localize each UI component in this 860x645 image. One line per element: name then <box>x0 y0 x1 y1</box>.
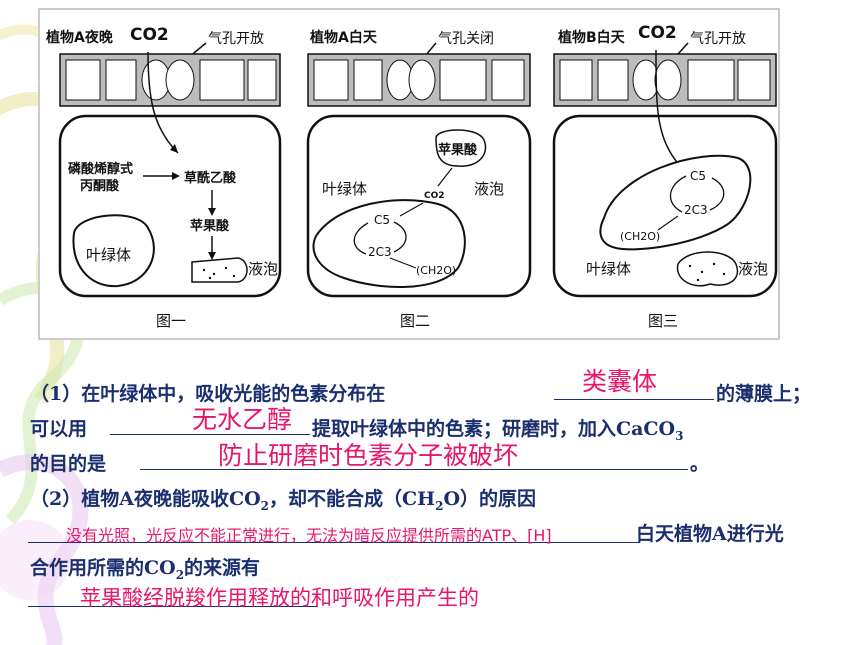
q2-line3-text: 合作用所需的CO2的来源有 <box>30 557 261 582</box>
panel1-co2: CO2 <box>130 25 169 45</box>
panel3-caption: 图三 <box>648 312 678 330</box>
q2-line2-text-end: 白天植物A进行光 <box>636 523 784 545</box>
answer-4: 没有光照，光反应不能正常进行，无法为暗反应提供所需的ATP、[H] <box>66 526 552 545</box>
panel2-title: 植物A白天 <box>309 29 378 46</box>
panel3-ch2o: (CH2O) <box>620 230 660 243</box>
panel1-malate: 苹果酸 <box>190 218 230 234</box>
answer-5: 苹果酸经脱羧作用释放的和呼吸作用产生的 <box>80 586 479 610</box>
answer-2: 无水乙醇 <box>192 405 293 434</box>
panel1-vacuole: 液泡 <box>248 260 278 278</box>
blank-3-underline <box>140 469 688 470</box>
panel1-stoma: 气孔开放 <box>208 31 264 47</box>
panel-3: 植物B白天 CO2 气孔开放 C5 2C3 (CH2O) 叶绿体 液泡 <box>552 23 778 330</box>
panel3-c5: C5 <box>690 169 706 183</box>
answer-3: 防止研磨时色素分子被破坏 <box>218 441 519 470</box>
panel3-co2: CO2 <box>638 23 677 43</box>
q1-line3-text-a: 的目的是 <box>30 453 107 475</box>
q1-line2-text-b: 提取叶绿体中的色素；研磨时，加入CaCO3 <box>312 418 684 443</box>
panel1-title: 植物A夜晚 <box>45 29 113 46</box>
panel1-pep2: 丙酮酸 <box>80 178 120 194</box>
panel2-c3: 2C3 <box>368 245 392 259</box>
panel-2: 植物A白天 气孔关闭 苹果酸 叶绿体 液泡 CO2 C5 2C3 (CH2O) <box>306 29 532 330</box>
q2-line1-text: （2）植物A夜晚能吸收CO2，却不能合成（CH2O）的原因 <box>30 488 536 513</box>
panel1-caption: 图一 <box>156 312 186 330</box>
panel1-oaa: 草酰乙酸 <box>184 170 237 186</box>
panel1-pep: 磷酸烯醇式 <box>68 161 133 177</box>
answer-1: 类囊体 <box>582 367 658 396</box>
panel2-co2: CO2 <box>424 191 445 201</box>
panel2-caption: 图二 <box>400 312 430 330</box>
q1-line1-text-b: 的薄膜上； <box>716 383 812 405</box>
blank-2-underline <box>110 434 310 435</box>
blank-5-underline <box>28 606 318 607</box>
figure-diagram: 植物A夜晚 CO2 气孔开放 磷酸烯醇式 丙酮酸 草酰乙酸 苹果酸 <box>38 8 780 340</box>
q1-line3-text-b: 。 <box>690 453 710 475</box>
panel3-c3: 2C3 <box>684 203 708 217</box>
q1-line1-text-a: （1）在叶绿体中，吸收光能的色素分布在 <box>30 383 386 405</box>
panel3-vacuole: 液泡 <box>738 260 768 278</box>
panel2-chloroplast: 叶绿体 <box>322 180 367 198</box>
blank-1-underline <box>554 399 714 400</box>
panel2-vacuole: 液泡 <box>474 180 504 198</box>
q1-line2-text-a: 可以用 <box>30 418 88 440</box>
panel2-malate: 苹果酸 <box>438 142 478 158</box>
blank-4-underline <box>28 542 640 543</box>
panel-1: 植物A夜晚 CO2 气孔开放 磷酸烯醇式 丙酮酸 草酰乙酸 苹果酸 <box>45 25 282 330</box>
panel2-stoma: 气孔关闭 <box>438 31 494 47</box>
panel1-chloroplast: 叶绿体 <box>86 246 131 264</box>
panel3-stoma: 气孔开放 <box>690 31 746 47</box>
panel3-title: 植物B白天 <box>557 29 626 46</box>
panel2-c5: C5 <box>374 213 390 227</box>
panel2-ch2o: (CH2O) <box>416 264 456 277</box>
panel3-chloroplast: 叶绿体 <box>586 260 631 278</box>
